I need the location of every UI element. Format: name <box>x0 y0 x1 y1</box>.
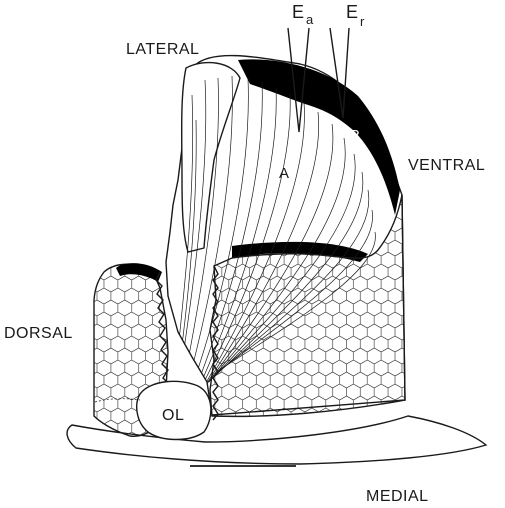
svg-text:a: a <box>306 12 314 27</box>
label-lateral: LATERAL <box>126 41 199 58</box>
label-medial: MEDIAL <box>366 488 429 505</box>
label-ventral: VENTRAL <box>408 157 485 174</box>
svg-text:E: E <box>292 2 305 22</box>
label-dorsal: DORSAL <box>4 325 73 342</box>
label-a: A <box>279 165 290 182</box>
label-electrode-r: E r <box>346 2 365 29</box>
label-ol: OL <box>162 407 184 424</box>
svg-text:r: r <box>360 14 365 29</box>
label-r: R <box>349 127 360 144</box>
label-electrode-a: E a <box>292 2 314 27</box>
svg-text:E: E <box>346 2 359 22</box>
